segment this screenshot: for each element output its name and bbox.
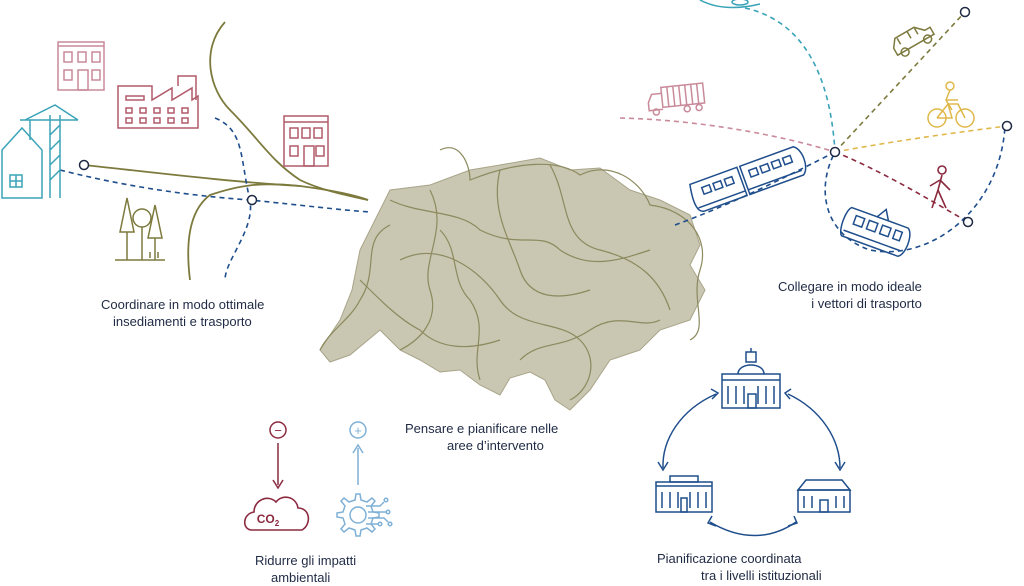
areas-caption: Pensare e pianificare nelle aree d’inter… bbox=[405, 420, 558, 454]
route-olive bbox=[834, 11, 966, 153]
node-marker bbox=[246, 194, 258, 206]
factory-icon bbox=[117, 75, 199, 129]
plus-symbol: + bbox=[354, 423, 362, 438]
environment-caption-line2: ambientali bbox=[271, 570, 331, 585]
intercity-train-icon bbox=[689, 146, 807, 213]
apartment-building-icon bbox=[57, 41, 105, 91]
switzerland-silhouette bbox=[319, 157, 706, 411]
coordination-arrows bbox=[657, 388, 846, 537]
down-arrow-head bbox=[272, 479, 284, 490]
gear-circuit-icon bbox=[336, 493, 393, 537]
transit-dashed-1 bbox=[59, 169, 371, 213]
route-gold bbox=[834, 125, 1008, 153]
areas-caption-line1: Pensare e pianificare nelle bbox=[405, 421, 559, 436]
co2-cloud-icon bbox=[243, 496, 310, 531]
route-navy bbox=[674, 125, 1006, 253]
transport-cluster bbox=[619, 0, 1013, 258]
route-crimson bbox=[834, 151, 969, 223]
co2-text: CO bbox=[257, 512, 275, 526]
co2-subscript: 2 bbox=[275, 519, 280, 528]
institutions-caption-line1: Pianificazione coordinata bbox=[657, 551, 802, 566]
transport-caption: Collegare in modo ideale i vettori di tr… bbox=[778, 278, 922, 312]
house-construction-icon bbox=[1, 104, 79, 199]
co2-label: CO2 bbox=[257, 512, 280, 528]
environment-caption: Ridurre gli impatti ambientali bbox=[255, 552, 356, 586]
node-marker bbox=[1001, 120, 1013, 132]
region-outlines bbox=[319, 147, 704, 401]
airplane-icon bbox=[699, 0, 761, 9]
institutions-cluster bbox=[655, 348, 852, 537]
institutions-caption: Pianificazione coordinata tra i livelli … bbox=[657, 550, 822, 584]
federal-palace-icon bbox=[721, 348, 781, 409]
pedestrian-icon bbox=[929, 165, 951, 209]
road-straight bbox=[83, 164, 369, 201]
route-mauve bbox=[619, 117, 836, 153]
transport-caption-line1: Collegare in modo ideale bbox=[778, 279, 922, 294]
municipal-building-icon bbox=[796, 479, 852, 513]
road-curve bbox=[209, 21, 369, 201]
plus-circle-icon bbox=[349, 421, 367, 439]
node-marker bbox=[962, 216, 974, 228]
shop-building-icon bbox=[283, 115, 329, 167]
switzerland-map bbox=[319, 147, 706, 411]
minus-circle-icon bbox=[269, 421, 287, 439]
node-marker bbox=[829, 146, 841, 158]
freight-truck-icon bbox=[647, 82, 706, 116]
transport-caption-line2: i vettori di trasporto bbox=[811, 296, 922, 311]
settlement-cluster bbox=[1, 21, 371, 281]
bicycle-icon bbox=[927, 81, 975, 128]
car-icon bbox=[892, 26, 936, 57]
environment-cluster bbox=[243, 421, 393, 537]
minus-symbol: − bbox=[274, 423, 282, 438]
settlements-caption: Coordinare in modo ottimale insediamenti… bbox=[101, 296, 264, 330]
route-teal bbox=[744, 7, 836, 153]
road-lower bbox=[187, 183, 301, 281]
tram-icon bbox=[840, 206, 911, 258]
environment-caption-line1: Ridurre gli impatti bbox=[255, 553, 357, 568]
settlements-caption-line2: insediamenti e trasporto bbox=[113, 314, 252, 329]
settlements-caption-line1: Coordinare in modo ottimale bbox=[101, 297, 265, 312]
cantonal-building-icon bbox=[655, 475, 713, 513]
up-arrow-head bbox=[352, 443, 364, 454]
trees-icon bbox=[115, 197, 165, 261]
node-marker bbox=[78, 159, 90, 171]
areas-caption-line2: aree d’intervento bbox=[447, 438, 544, 453]
node-marker bbox=[959, 6, 971, 18]
